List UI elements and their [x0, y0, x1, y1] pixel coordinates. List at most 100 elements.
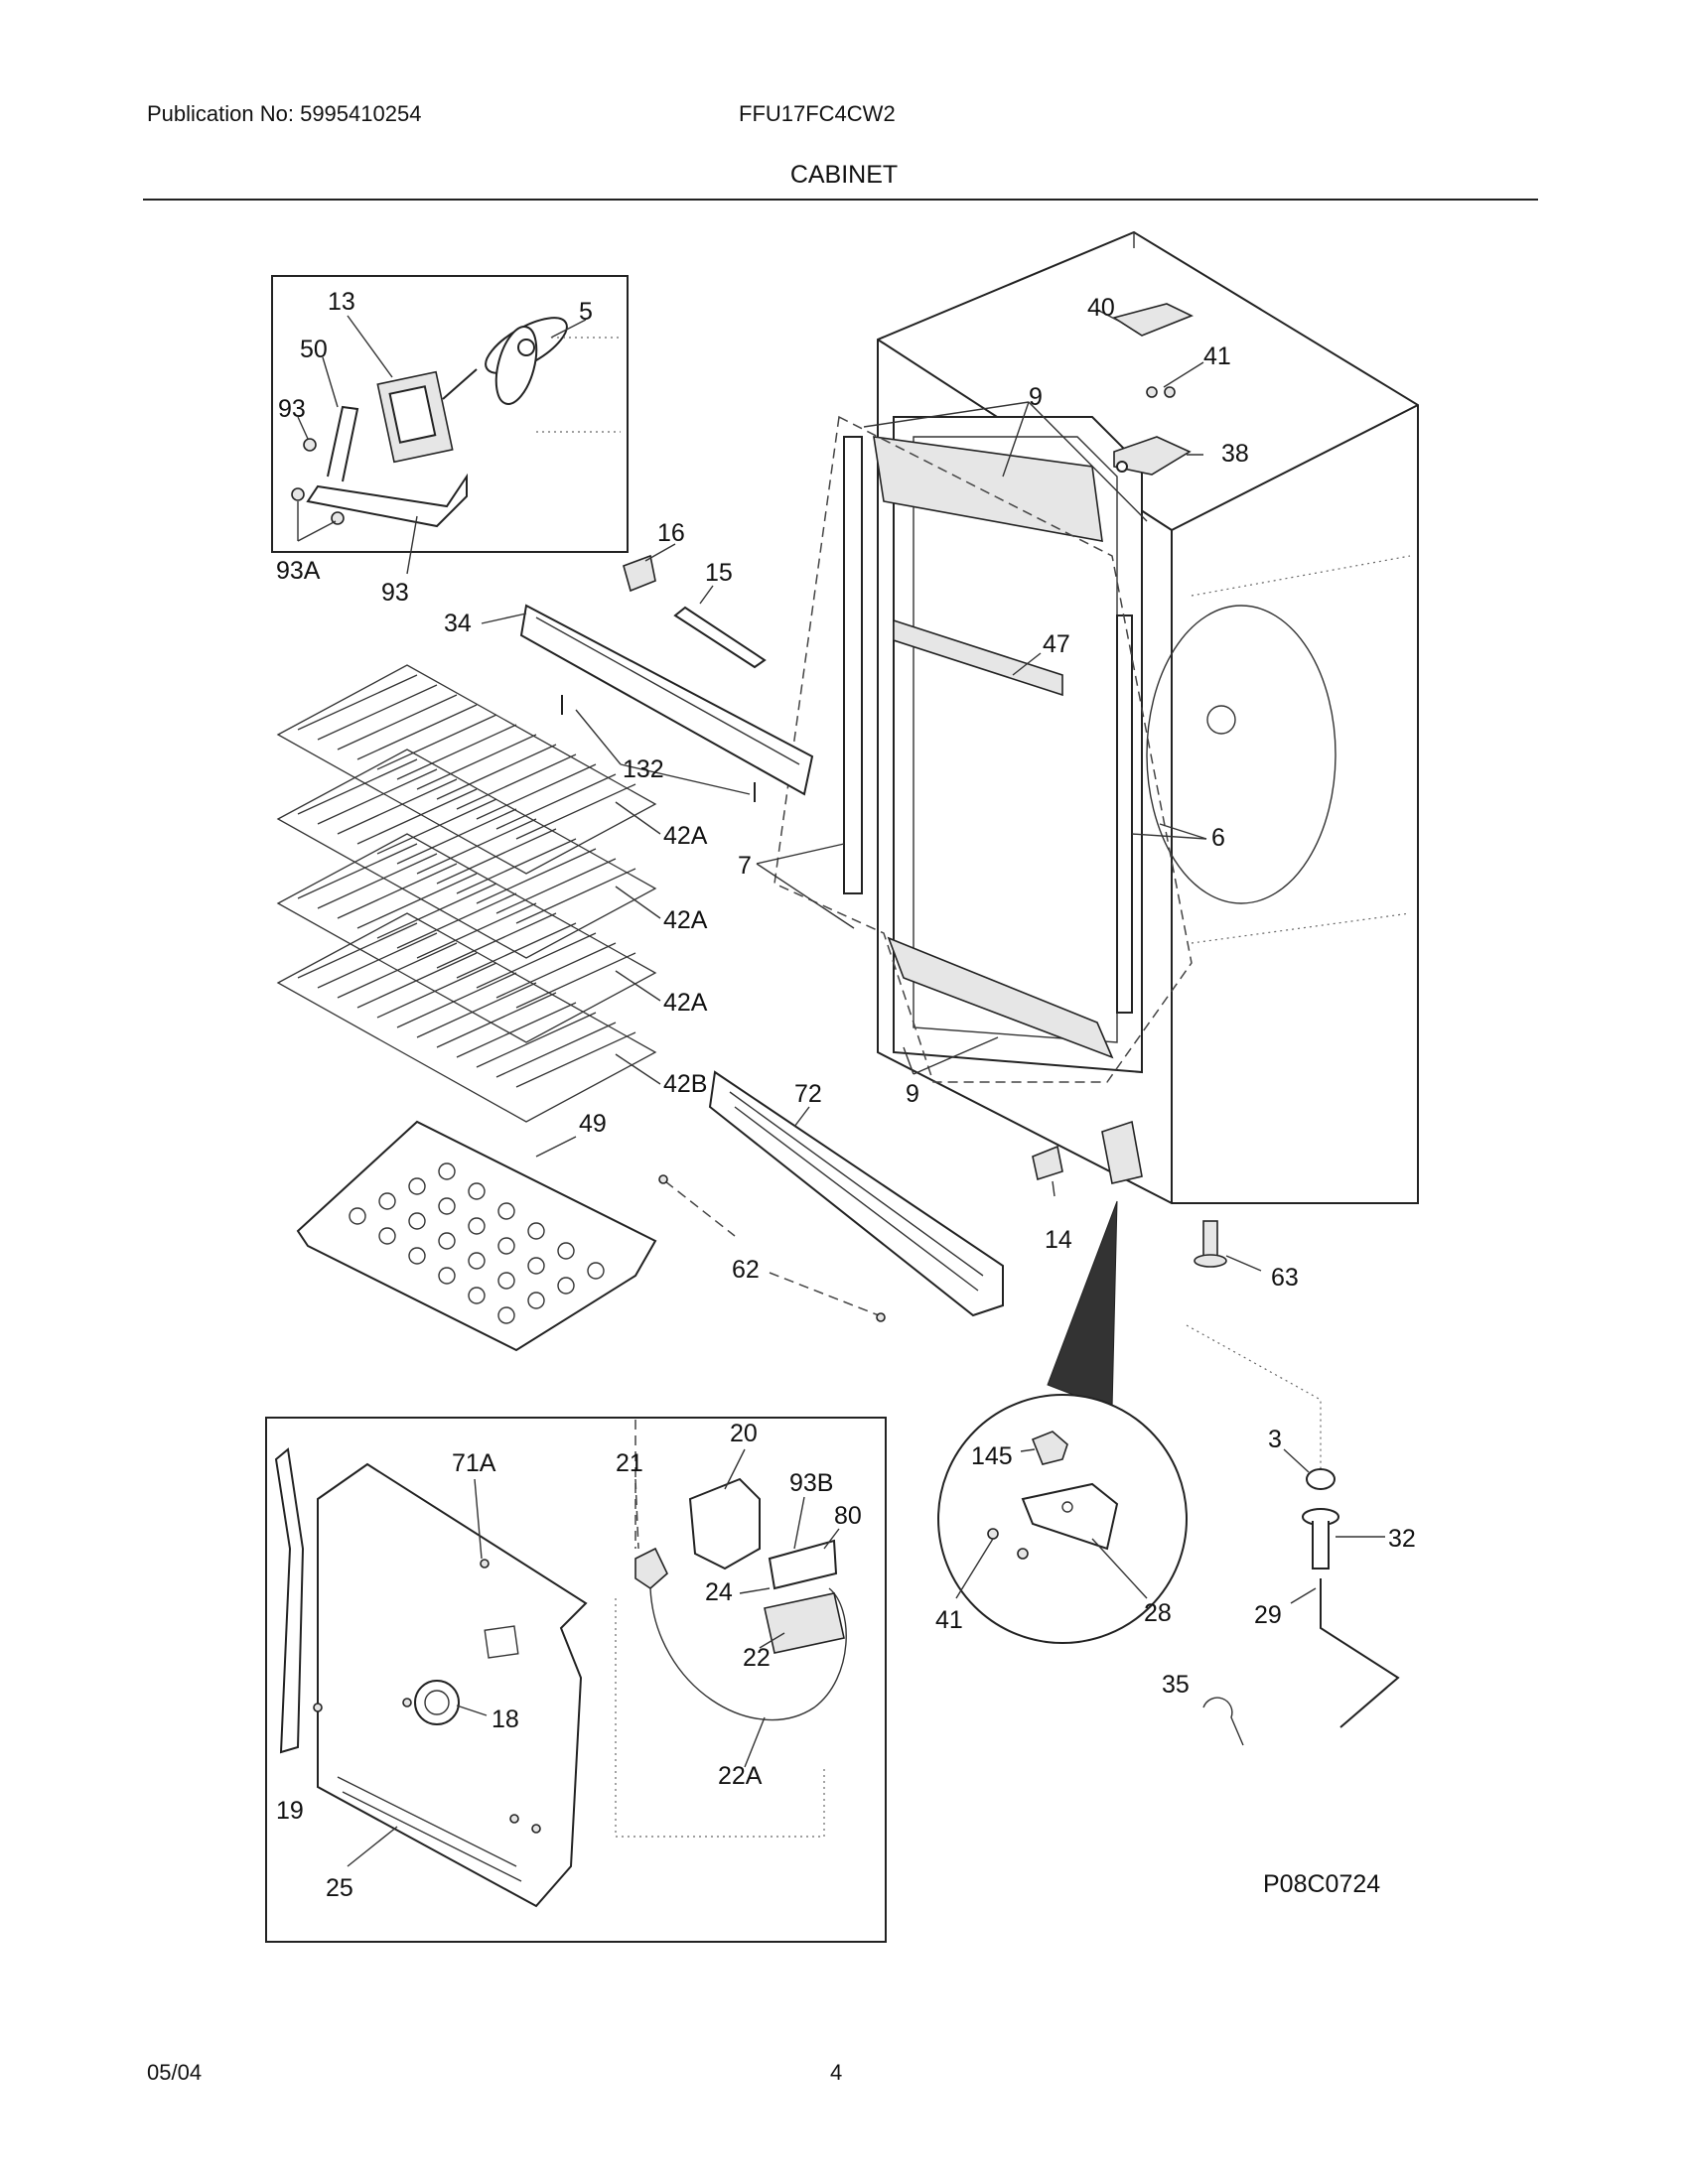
callout-21: 21 [616, 1449, 643, 1477]
callout-40: 40 [1087, 294, 1115, 322]
shelf-42a-3 [276, 833, 657, 1043]
drain-plug [1306, 1468, 1336, 1490]
fan-motor [376, 368, 478, 464]
callout-132: 132 [623, 755, 664, 783]
callout-63: 63 [1271, 1264, 1299, 1292]
callout-19: 19 [276, 1797, 304, 1825]
callout-29: 29 [1254, 1601, 1282, 1629]
publication-number: Publication No: 5995410254 [147, 101, 422, 126]
wire-shelves: 42A 42A 42A 42B [276, 664, 708, 1123]
header-rule [143, 199, 1538, 201]
callout-42a-2: 42A [663, 906, 708, 934]
page-number: 4 [830, 2060, 843, 2085]
callout-7: 7 [738, 852, 752, 880]
callout-93: 93 [278, 395, 306, 423]
callout-38: 38 [1221, 440, 1249, 468]
drain-parts: 3 32 29 35 [1162, 1324, 1416, 1746]
screw-icon [313, 1703, 323, 1712]
callout-28: 28 [1144, 1599, 1172, 1627]
liner-bottom [887, 936, 1114, 1059]
screw-icon [1017, 1548, 1029, 1560]
screw-icon [658, 1174, 668, 1184]
callout-6: 6 [1211, 824, 1225, 852]
seal-strip [843, 436, 863, 894]
callout-32: 32 [1388, 1525, 1416, 1553]
footer-date: 05/04 [147, 2060, 203, 2085]
callout-20: 20 [730, 1420, 758, 1447]
control-panel-inset: 71A 21 20 93B 80 24 22 22A 18 19 25 [265, 1417, 887, 1943]
light-assembly: 16 15 34 132 [444, 519, 814, 802]
callout-41-detail: 41 [935, 1606, 963, 1634]
callout-22a: 22A [718, 1762, 763, 1790]
screw-icon [987, 1528, 999, 1540]
screw-icon [480, 1559, 490, 1569]
callout-35: 35 [1162, 1671, 1190, 1699]
callout-50: 50 [300, 336, 328, 363]
callout-41: 41 [1203, 342, 1231, 370]
light-bulb [673, 606, 767, 669]
shelf-42b [276, 912, 657, 1123]
callout-42a-3: 42A [663, 989, 708, 1017]
screw-icon [303, 438, 317, 452]
mounting-bracket [768, 1539, 838, 1590]
shelf-42a-2 [276, 749, 657, 959]
light-shield [519, 604, 814, 796]
screw-icon [1164, 386, 1176, 398]
callout-93b: 93B [789, 1469, 833, 1497]
drain-clip [1202, 1697, 1244, 1746]
callout-9-top: 9 [1029, 383, 1043, 411]
callout-24: 24 [705, 1578, 733, 1606]
hinge-cover [1112, 303, 1194, 337]
callout-5: 5 [579, 298, 593, 326]
bottom-basket: 49 [296, 1110, 657, 1352]
shelf-support [893, 618, 1063, 697]
callout-80: 80 [834, 1502, 862, 1530]
diagram-code: P08C0724 [1263, 1870, 1380, 1898]
control-cover [688, 1477, 761, 1570]
page-title: CABINET [789, 161, 899, 189]
callout-18: 18 [492, 1706, 519, 1733]
callout-42a-1: 42A [663, 822, 708, 850]
callout-62: 62 [732, 1256, 760, 1284]
lower-hinge [1032, 1145, 1063, 1181]
thermostat-control [634, 1547, 668, 1590]
callout-93-lower: 93 [381, 579, 409, 607]
light-socket [623, 554, 656, 593]
shelf-42a-1 [276, 664, 657, 875]
screw-icon [291, 487, 305, 501]
callout-13: 13 [328, 288, 355, 316]
fan-assembly-inset: 13 5 50 93 93A 93 [271, 275, 629, 607]
callout-72: 72 [794, 1080, 822, 1108]
capillary-tube [649, 1587, 847, 1721]
callout-34: 34 [444, 610, 472, 637]
callout-14: 14 [1045, 1226, 1072, 1254]
screw-icon [876, 1312, 886, 1322]
fan-blade [485, 317, 568, 405]
callout-93a: 93A [276, 557, 321, 585]
callout-49: 49 [579, 1110, 607, 1138]
screw-icon [1146, 386, 1158, 398]
toe-grille: 72 62 [658, 1070, 1004, 1322]
drain-hose [1320, 1578, 1400, 1728]
callout-145: 145 [971, 1442, 1013, 1470]
callout-15: 15 [705, 559, 733, 587]
callout-22: 22 [743, 1644, 771, 1672]
insulation-strip [764, 1592, 845, 1654]
callout-47: 47 [1043, 630, 1070, 658]
cabinet-body: 40 41 38 9 47 7 6 9 14 63 [738, 230, 1419, 1292]
seal-strip [1116, 614, 1133, 1014]
callout-71a: 71A [452, 1449, 496, 1477]
callout-9-bottom: 9 [906, 1080, 919, 1108]
callout-25: 25 [326, 1874, 353, 1902]
drain-tube [1312, 1521, 1330, 1570]
top-hinge [1113, 436, 1192, 476]
side-strip [274, 1447, 305, 1754]
callout-16: 16 [657, 519, 685, 547]
lower-hinge-detail: 145 41 28 [935, 1200, 1188, 1644]
back-panel [317, 1462, 588, 1908]
model-number: FFU17FC4CW2 [739, 101, 896, 126]
callout-3: 3 [1268, 1426, 1282, 1453]
screw-icon [509, 1814, 519, 1824]
screw-icon [402, 1698, 412, 1707]
